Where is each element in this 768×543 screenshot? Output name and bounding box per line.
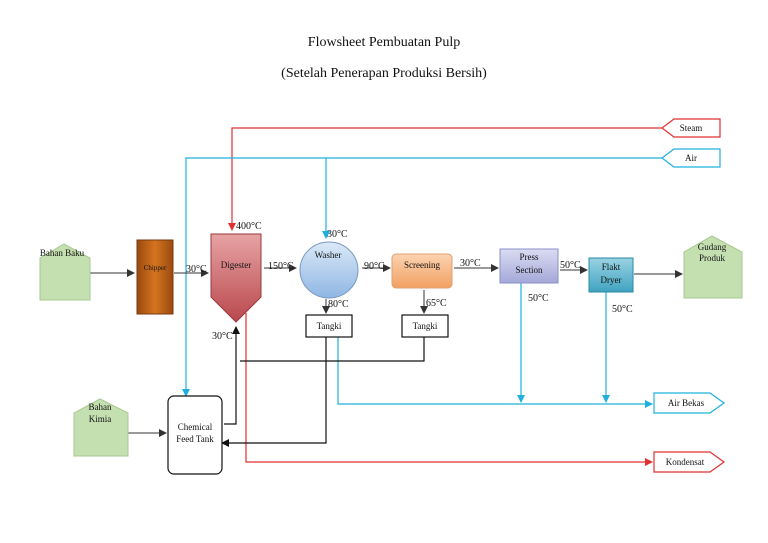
- process-lines: [90, 264, 683, 437]
- svg-text:Digester: Digester: [221, 260, 252, 270]
- stream-steam: Steam: [661, 118, 721, 138]
- temp-press-out: 50°C: [560, 260, 581, 271]
- temp-digester-top: 400°C: [236, 221, 262, 232]
- flakt-dryer-unit: Flakt Dryer: [588, 257, 634, 293]
- digester-unit: Digester: [210, 233, 262, 323]
- return-lines: [221, 326, 425, 447]
- temp-dryer-bottom: 50°C: [612, 304, 633, 315]
- press-section-unit: Press Section: [499, 248, 559, 284]
- tangki-1: Tangki: [305, 314, 353, 338]
- svg-text:Air Bekas: Air Bekas: [668, 398, 705, 408]
- svg-text:Tangki: Tangki: [317, 321, 342, 331]
- svg-text:Washer: Washer: [315, 250, 342, 260]
- stream-air-bekas: Air Bekas: [653, 392, 726, 414]
- temp-washer-bottom: 80°C: [328, 299, 349, 310]
- bahan-kimia-node: Bahan Kimia: [73, 398, 129, 457]
- bahan-baku-node: Bahan Baku: [39, 243, 91, 301]
- svg-text:Kimia: Kimia: [89, 414, 112, 424]
- svg-text:Section: Section: [516, 265, 543, 275]
- temp-press-bottom: 50°C: [528, 293, 549, 304]
- stream-kondensat: Kondensat: [653, 451, 726, 473]
- temp-digester-out: 150°C: [268, 261, 294, 272]
- svg-text:Bahan Baku: Bahan Baku: [40, 248, 85, 258]
- gudang-produk-node: Gudang Produk: [683, 235, 743, 299]
- svg-text:Chipper: Chipper: [144, 264, 167, 272]
- steam-lines: [228, 127, 662, 466]
- svg-text:Tangki: Tangki: [413, 321, 438, 331]
- svg-text:Feed Tank: Feed Tank: [176, 434, 214, 444]
- svg-text:Bahan: Bahan: [89, 402, 112, 412]
- svg-text:Air: Air: [685, 153, 697, 163]
- screening-unit: Screening: [391, 253, 453, 289]
- svg-text:Kondensat: Kondensat: [666, 457, 705, 467]
- diagram-subtitle: (Setelah Penerapan Produksi Bersih): [281, 66, 487, 81]
- svg-text:Press: Press: [519, 252, 538, 262]
- chemical-feed-tank: Chemical Feed Tank: [167, 395, 223, 475]
- temp-washer-top: 30°C: [327, 229, 348, 240]
- svg-text:Gudang: Gudang: [698, 242, 727, 252]
- water-lines: [182, 157, 662, 408]
- temp-screening-bottom: 65°C: [426, 298, 447, 309]
- temp-screening-out: 30°C: [460, 258, 481, 269]
- svg-text:Screening: Screening: [404, 260, 440, 270]
- stream-air: Air: [661, 148, 721, 168]
- temp-washer-out: 90°C: [364, 261, 385, 272]
- svg-text:Produk: Produk: [699, 253, 726, 263]
- washer-unit: Washer: [299, 241, 359, 299]
- diagram-title: Flowsheet Pembuatan Pulp: [308, 35, 460, 50]
- temp-chipper-out: 30°C: [186, 264, 207, 275]
- tangki-2: Tangki: [401, 314, 449, 338]
- svg-text:Flakt: Flakt: [602, 262, 621, 272]
- chipper-unit: Chipper: [136, 239, 174, 315]
- temperature-labels: 30°C 400°C 30°C 150°C 30°C 80°C 90°C 65°…: [186, 221, 633, 342]
- svg-text:Steam: Steam: [680, 123, 703, 133]
- svg-text:Chemical: Chemical: [178, 422, 213, 432]
- svg-text:Dryer: Dryer: [601, 275, 622, 285]
- temp-digester-bottom: 30°C: [212, 331, 233, 342]
